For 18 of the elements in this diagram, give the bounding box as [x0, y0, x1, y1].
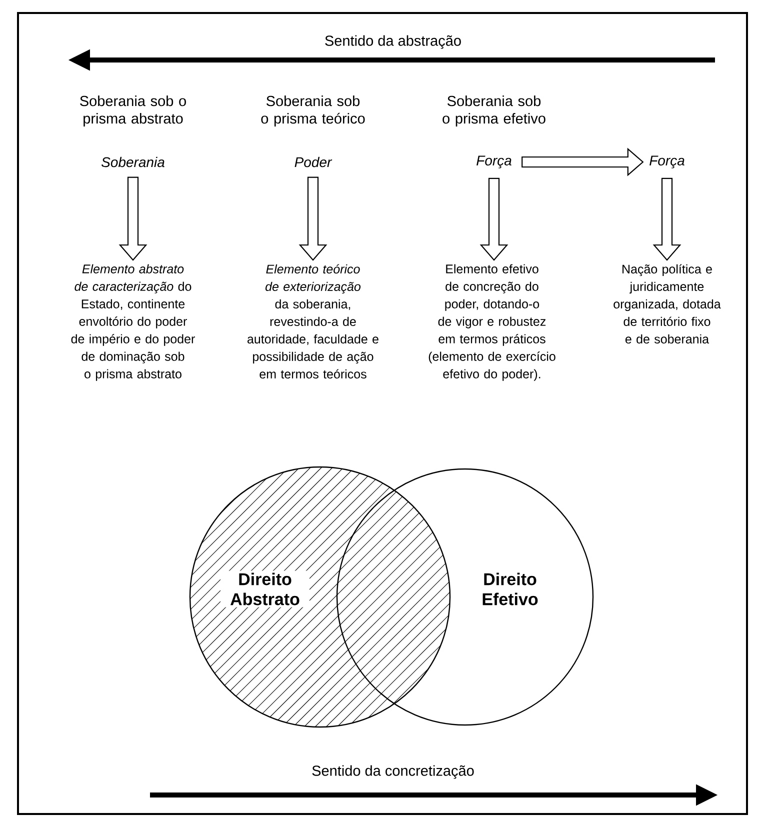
term-text: Poder [294, 156, 332, 168]
heading-text: Soberania sob o prisma efetivo [442, 96, 546, 127]
term-text: Soberania [101, 156, 164, 168]
heading-text: Soberania sob o prisma abstrato [80, 96, 186, 127]
block-arrow [298, 176, 328, 261]
description-text: Nação política e juridicamente organizada, dotada de território fixo e de soberania [614, 264, 721, 344]
block-arrow [522, 148, 644, 176]
direction-label: Sentido da concretização [312, 765, 474, 779]
direction-label: Sentido da abstração [325, 35, 461, 49]
block-arrow [652, 178, 682, 261]
description-text: Elemento efetivo de concreção do poder, dotando-o de vigor e robustez em termos práticos (elemento de exercício efetivo do poder). [428, 264, 556, 381]
description-text: Elemento abstrato de caracterização do Estado, continente envoltório do poder de império e do poder de dominação sob o prisma abstrato [71, 264, 195, 381]
description-text: Elemento teórico de exteriorização da soberania, revestindo-a de autoridade, faculdade e possibilidade de ação em termos teóricos [248, 264, 378, 379]
heading-text: Soberania sob o prisma teórico [261, 96, 365, 127]
term-text: Força [650, 156, 684, 168]
block-arrow [118, 176, 148, 261]
term-text: Força [476, 156, 512, 168]
block-arrow [480, 178, 508, 261]
